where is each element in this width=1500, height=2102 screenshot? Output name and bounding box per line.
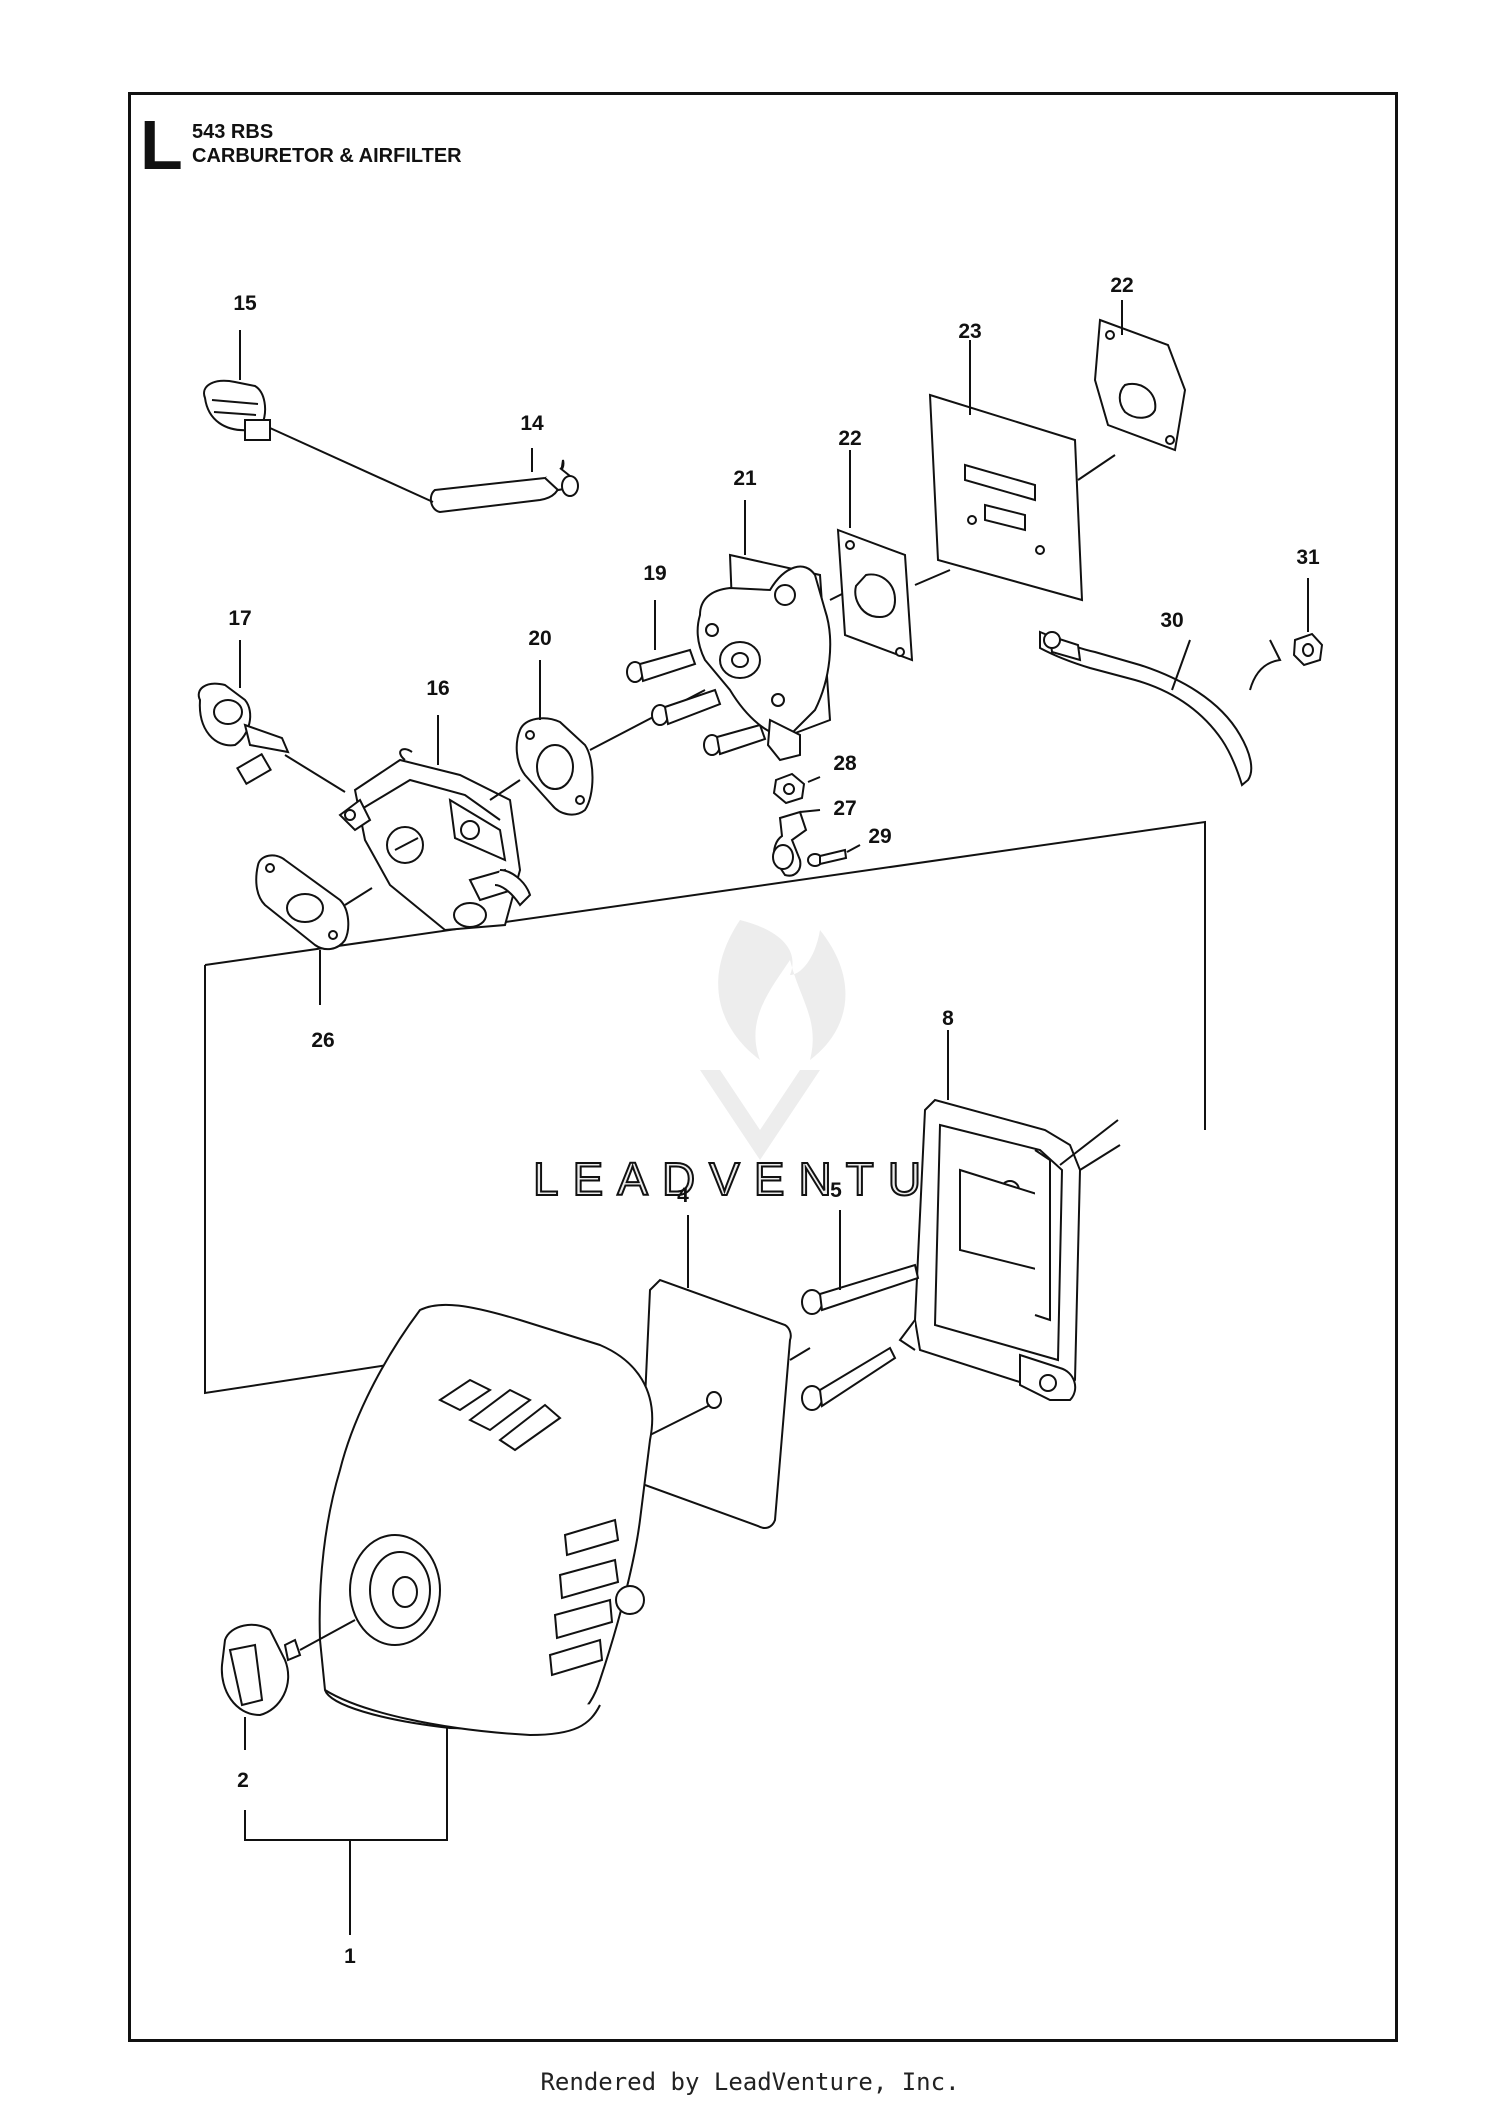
gasket-part-20 [515, 717, 594, 816]
screws-part-19 [626, 648, 767, 756]
air-filter-part-4 [639, 1278, 792, 1529]
primer-bulb-part-15 [203, 379, 271, 441]
gasket-part-22-right [1093, 318, 1187, 452]
diagram-title: 543 RBS CARBURETOR & AIRFILTER [192, 120, 462, 168]
callout-14: 14 [520, 412, 544, 435]
callout-20: 20 [528, 627, 551, 650]
gasket-part-26 [255, 854, 350, 951]
intake-adapter-part-21 [696, 553, 832, 762]
throttle-cable-part-30 [1039, 630, 1282, 787]
callout-2: 2 [237, 1769, 249, 1792]
callout-17: 17 [228, 607, 251, 630]
watermark-logo [700, 920, 846, 1160]
assembly-group-outline [204, 820, 1206, 1130]
callout-23: 23 [958, 320, 981, 343]
insulator-plate-part-23 [928, 393, 1084, 602]
cover-knob-part-2 [220, 1623, 302, 1717]
render-credit: Rendered by LeadVenture, Inc. [540, 2068, 960, 2096]
nut-part-28 [772, 772, 806, 805]
callout-28: 28 [833, 752, 857, 775]
callout-26: 26 [311, 1029, 334, 1052]
callout-27: 27 [833, 797, 856, 820]
filter-cover-part-1 [318, 1303, 654, 1737]
choke-lever-part-17 [197, 682, 290, 786]
callout-30: 30 [1160, 609, 1183, 632]
screws-part-5 [801, 1263, 920, 1411]
callout-29: 29 [868, 825, 891, 848]
callout-5: 5 [830, 1179, 842, 1202]
gasket-part-22-left [836, 528, 914, 662]
diagram-frame [128, 92, 1398, 2042]
callout-numbers: 15 14 22 23 22 21 31 19 17 30 20 16 28 2… [228, 274, 1320, 1968]
nipple-part-27 [772, 810, 808, 877]
callout-22-right: 22 [1110, 274, 1133, 297]
section-letter: L [140, 106, 183, 184]
fuel-hose-part-14 [429, 459, 579, 514]
callout-16: 16 [426, 677, 449, 700]
screw-part-29 [807, 848, 848, 867]
filter-holder-part-8 [898, 1098, 1082, 1401]
callout-19: 19 [643, 562, 666, 585]
cable-nut-part-31 [1292, 632, 1324, 667]
callout-8: 8 [942, 1007, 954, 1030]
model-name: 543 RBS [192, 121, 274, 143]
carburetor-part-16 [338, 748, 532, 932]
callout-22-left: 22 [838, 427, 861, 450]
callout-31: 31 [1296, 546, 1320, 569]
callout-4: 4 [677, 1184, 689, 1207]
callout-21: 21 [733, 467, 757, 490]
section-title: CARBURETOR & AIRFILTER [192, 145, 462, 167]
callout-1: 1 [344, 1945, 356, 1968]
callout-15: 15 [233, 292, 257, 315]
